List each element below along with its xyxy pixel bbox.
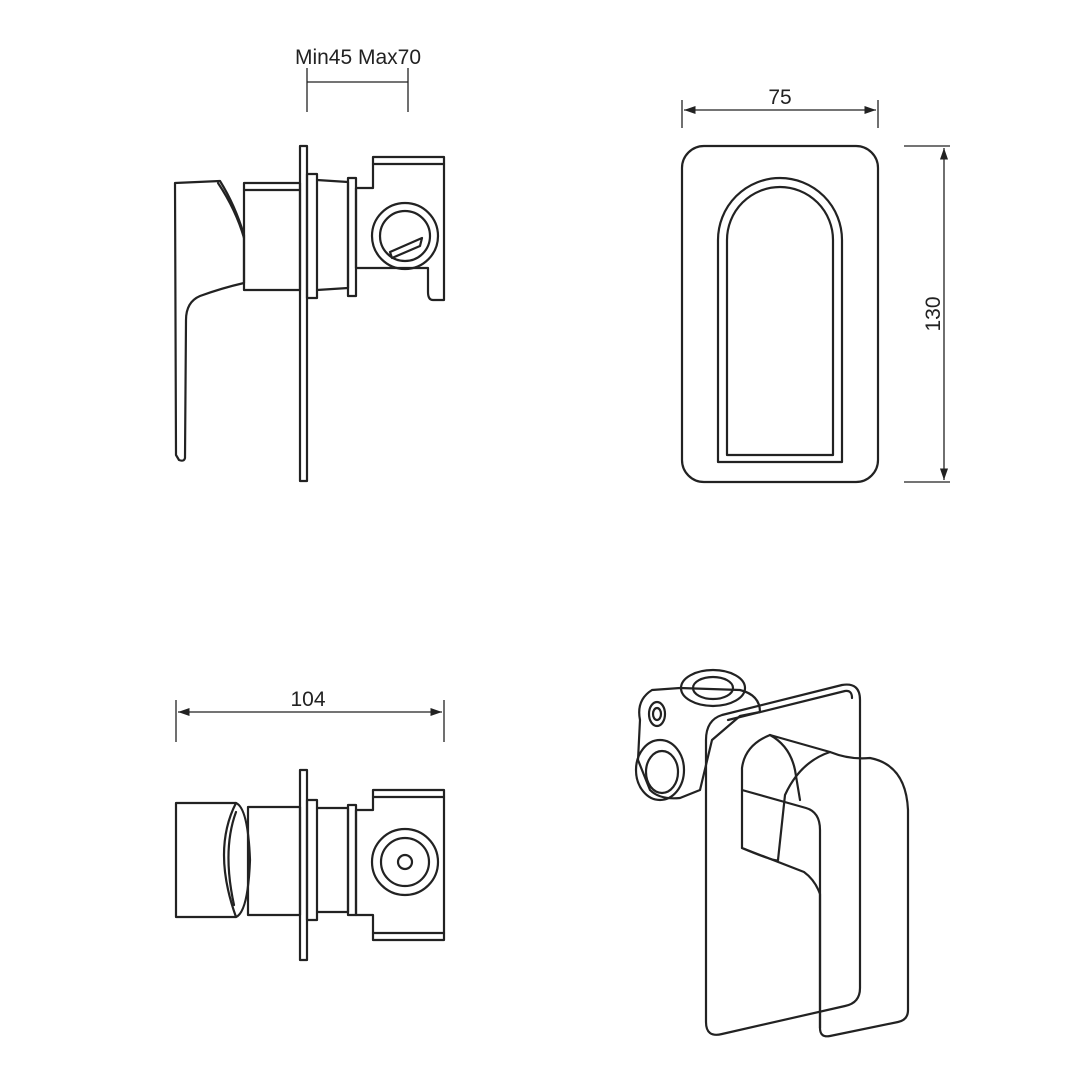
- iso-rough-in: [636, 686, 762, 800]
- lever-handle: [173, 179, 246, 462]
- port-top: [370, 827, 440, 897]
- side-view-handle: [173, 144, 446, 483]
- iso-cover-plate: [704, 683, 862, 1036]
- handle-top: [174, 801, 238, 919]
- iso-side-port: [634, 738, 686, 802]
- dimension-depth-range: Min45 Max70: [295, 46, 421, 112]
- iso-top-port: [679, 668, 747, 708]
- wall-plate: [298, 144, 309, 483]
- dimension-total-depth: 104: [175, 688, 445, 742]
- front-view-plate: [680, 144, 880, 484]
- outlet-port: [370, 201, 440, 271]
- valve-body: [242, 181, 302, 292]
- height-label: 130: [922, 296, 945, 331]
- width-label: 75: [768, 86, 791, 109]
- dimension-width: 75: [681, 86, 879, 128]
- cover-plate: [680, 144, 880, 484]
- isometric-view: [634, 668, 910, 1038]
- top-view: [174, 768, 446, 962]
- depth-range-label: Min45 Max70: [295, 46, 421, 69]
- collar: [305, 172, 319, 300]
- total-depth-label: 104: [290, 688, 325, 711]
- handle-outline: [716, 176, 844, 464]
- rough-in-top: [354, 788, 446, 942]
- rough-in-body: [354, 155, 446, 302]
- iso-handle: [740, 733, 910, 1038]
- dimension-height: 130: [904, 145, 950, 483]
- valve-body-top: [246, 805, 302, 917]
